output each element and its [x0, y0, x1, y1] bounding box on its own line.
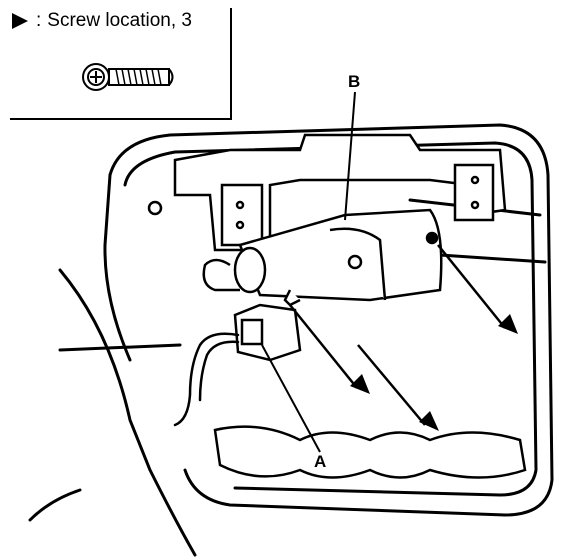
tailgate-outline — [28, 123, 554, 557]
legend: : Screw location, 3 — [12, 10, 192, 32]
leader-line-a — [261, 344, 321, 453]
screw-icon — [82, 63, 174, 91]
callout-label-a: A — [314, 452, 327, 471]
electrical-connector — [233, 303, 302, 362]
screw-location-pointer-2 — [289, 304, 370, 394]
mounting-bracket — [147, 133, 507, 252]
screw-location-pointer-1 — [437, 244, 518, 334]
screw-location-pointer-3 — [357, 344, 439, 431]
actuator-motor — [202, 208, 443, 307]
legend-box — [10, 8, 232, 120]
triangle-marker-icon — [12, 13, 28, 29]
lower-panel-recess — [213, 425, 527, 479]
callout-label-b: B — [348, 72, 361, 91]
wire-harness — [173, 332, 240, 427]
leader-line-b — [344, 91, 356, 221]
legend-separator: : — [36, 10, 42, 31]
legend-text: Screw location, 3 — [47, 10, 192, 31]
